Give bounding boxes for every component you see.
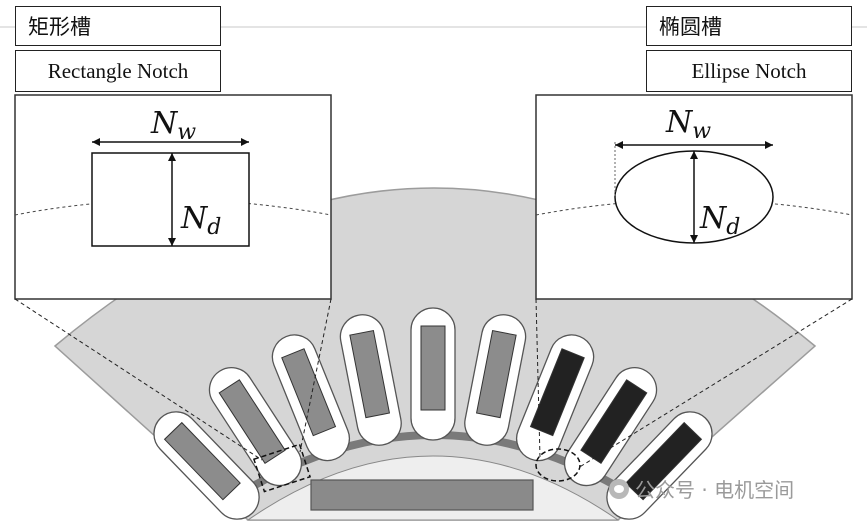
slot-coil: [163, 421, 241, 501]
stator-slot: [563, 367, 658, 487]
slot-coil: [625, 421, 703, 501]
stator-slot: [410, 307, 456, 441]
rect-depth-label: Nd: [180, 201, 221, 240]
ellipse-notch-marker: [535, 448, 581, 482]
rectangle-notch-cn-label: 矩形槽: [15, 6, 221, 46]
slot-coil: [420, 325, 446, 411]
leader-left-1: [14, 298, 263, 461]
ellipse-width-label: Nw: [665, 105, 711, 144]
ellipse-notch-en-label: Ellipse Notch: [646, 50, 852, 92]
stator-slots: [153, 307, 713, 520]
slot-coil: [475, 329, 517, 419]
ellipse-notch-cn-label: 椭圆槽: [646, 6, 852, 46]
wechat-icon: [609, 478, 629, 499]
watermark: 公众号 · 电机空间: [609, 474, 794, 503]
stator-slot: [339, 314, 402, 446]
stator-slot: [464, 314, 527, 446]
watermark-text: 公众号 · 电机空间: [635, 478, 795, 502]
slot-coil: [580, 379, 648, 465]
rect-width-label: Nw: [150, 106, 196, 145]
rectangle-notch-en-label: Rectangle Notch: [15, 50, 221, 92]
stator-slot: [153, 411, 260, 520]
rotor-magnet: [310, 479, 534, 511]
stator-slot: [515, 334, 595, 462]
rectangle-notch-marker: [252, 443, 312, 493]
ellipse-depth-label: Nd: [699, 201, 740, 240]
slot-coil: [281, 348, 337, 437]
slot-coil: [349, 329, 391, 419]
stator-slot: [606, 411, 713, 520]
leader-left-2: [299, 298, 332, 453]
slot-coil: [529, 348, 585, 437]
stator-slot: [208, 367, 303, 487]
slot-coil: [218, 379, 286, 465]
rectangle-notch-shape: [91, 152, 250, 247]
leader-right-1: [535, 298, 541, 459]
leader-right-2: [577, 298, 853, 469]
